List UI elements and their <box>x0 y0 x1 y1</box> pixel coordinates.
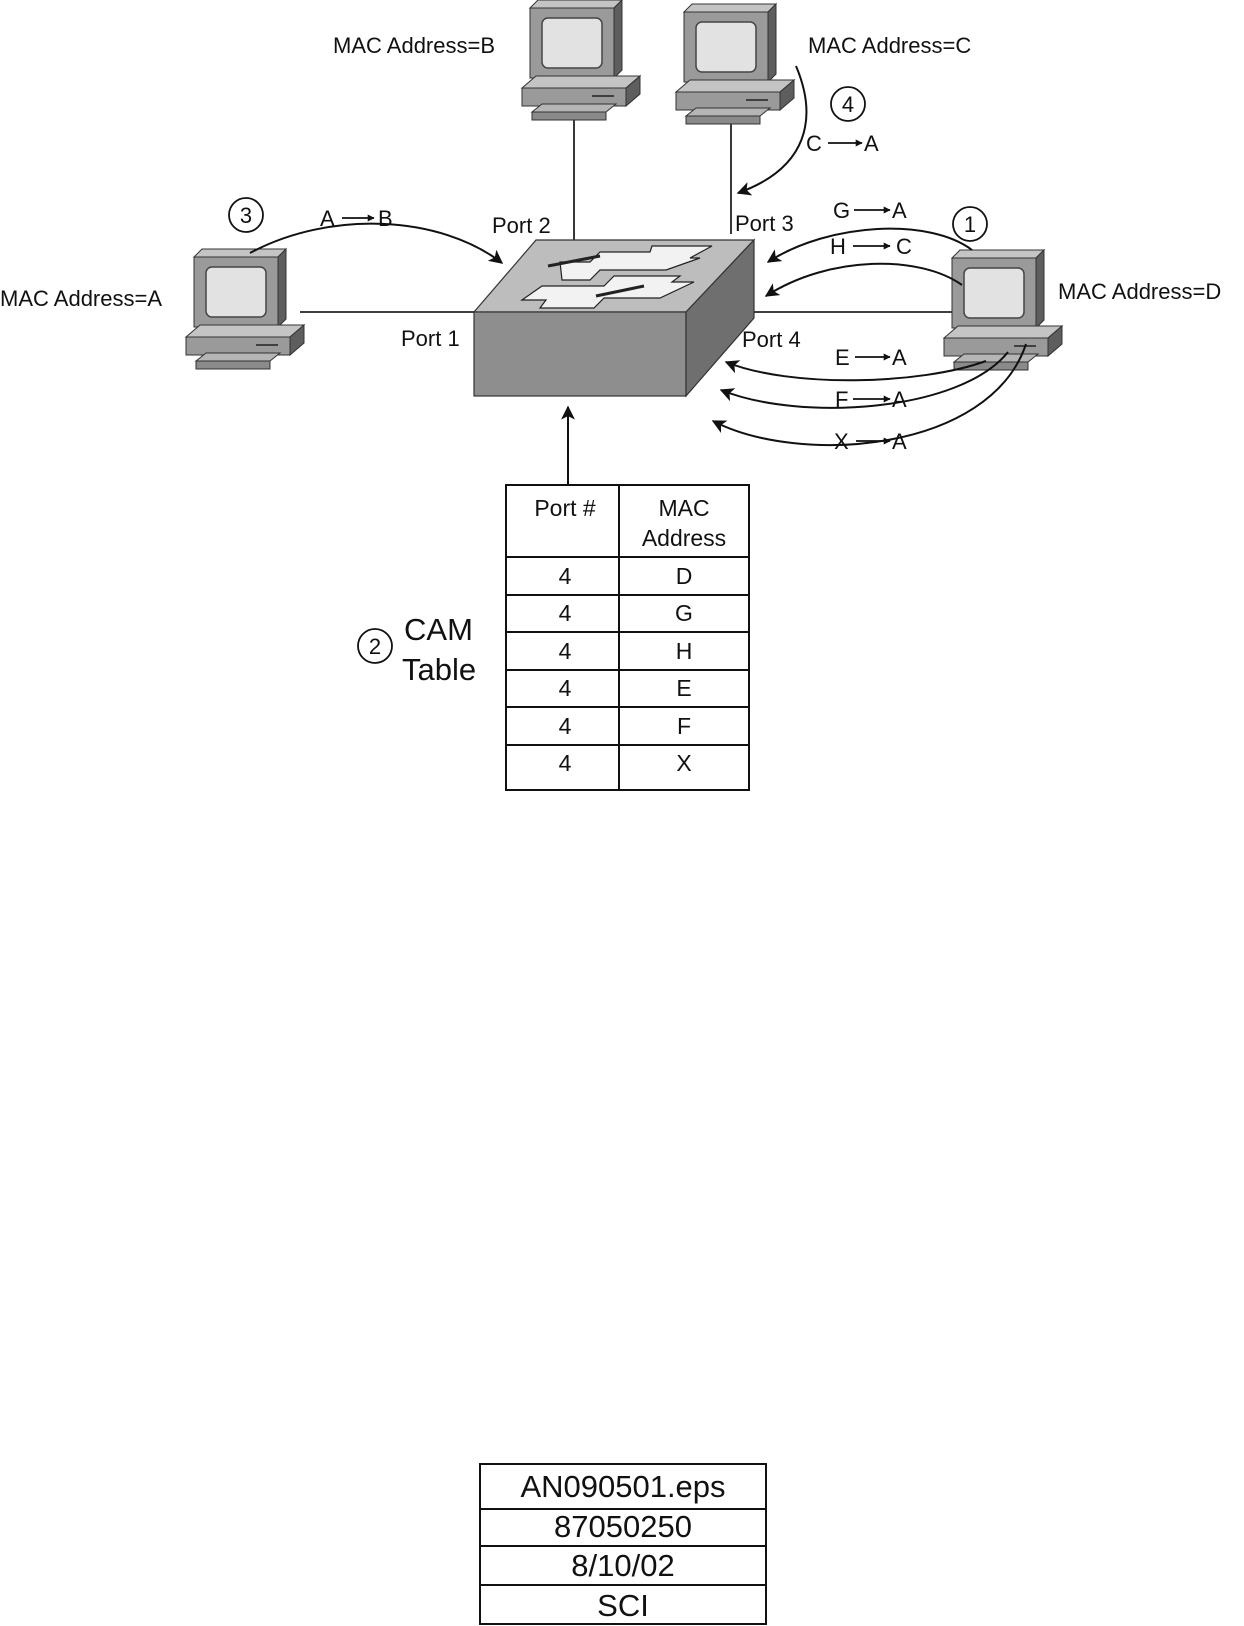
port-3-label: Port 3 <box>735 211 794 236</box>
switch-front-face <box>473 311 687 397</box>
flow-arrow-h-to-c <box>764 262 963 297</box>
step-badge-3: 3 <box>228 197 264 233</box>
table-row: 4 E <box>559 675 692 701</box>
switching-arrows-icon <box>520 245 713 309</box>
svg-text:A: A <box>892 429 907 454</box>
flow-arrow-g-to-a <box>766 227 973 263</box>
cam-header-mac-line-2: Address <box>642 525 726 551</box>
cam-cell-port: 4 <box>559 675 572 701</box>
flow-arrow-f-to-a <box>719 351 1009 409</box>
port-2-label: Port 2 <box>492 213 551 238</box>
flow-label-f-to-a: F A <box>835 387 907 412</box>
svg-text:C: C <box>806 131 822 156</box>
flow-label-x-to-a: X A <box>834 429 907 454</box>
cam-cell-mac: D <box>676 563 693 589</box>
svg-text:A: A <box>892 198 907 223</box>
flow-arrow-a-to-b <box>249 222 504 264</box>
cam-cell-port: 4 <box>559 713 572 739</box>
svg-text:F: F <box>835 387 848 412</box>
host-c-label: MAC Address=C <box>808 33 971 58</box>
svg-text:1: 1 <box>964 212 976 237</box>
meta-date: 8/10/02 <box>571 1548 674 1583</box>
figure-meta-box: AN090501.eps 87050250 8/10/02 SCI <box>479 1463 767 1625</box>
svg-text:3: 3 <box>240 203 252 228</box>
meta-code: SCI <box>597 1588 649 1623</box>
svg-text:B: B <box>378 206 393 231</box>
svg-text:A: A <box>892 345 907 370</box>
svg-text:A: A <box>864 131 879 156</box>
port-1-label: Port 1 <box>401 326 460 351</box>
table-row: 4 H <box>559 638 693 664</box>
svg-text:X: X <box>834 429 849 454</box>
step-badge-4: 4 <box>830 86 866 122</box>
host-b-pc-icon[interactable] <box>521 0 641 121</box>
cam-table-title-line-1: CAM <box>404 612 473 647</box>
host-a-pc-icon[interactable] <box>185 248 305 370</box>
flow-label-g-to-a: G A <box>833 198 907 223</box>
svg-text:H: H <box>830 234 846 259</box>
svg-text:4: 4 <box>842 92 854 117</box>
flow-label-c-to-a: C A <box>806 131 879 156</box>
table-row: 4 D <box>559 563 693 589</box>
switch[interactable] <box>472 238 756 398</box>
flow-label-a-to-b: A B <box>320 206 393 231</box>
cam-table: Port # MAC Address 4 D 4 G 4 H 4 E 4 F 4… <box>505 484 750 791</box>
table-row: 4 X <box>559 750 692 776</box>
flow-arrow-e-to-a <box>724 360 987 382</box>
cam-cell-port: 4 <box>559 638 572 664</box>
cam-cell-mac: X <box>676 750 691 776</box>
step-badge-1: 1 <box>952 206 988 242</box>
host-a-label: MAC Address=A <box>0 286 162 311</box>
svg-text:C: C <box>896 234 912 259</box>
cam-cell-port: 4 <box>559 750 572 776</box>
svg-text:A: A <box>892 387 907 412</box>
host-d-pc-icon[interactable] <box>943 249 1063 371</box>
switch-side-face <box>685 238 755 398</box>
host-c-pc-icon[interactable] <box>675 3 795 125</box>
cam-header-port: Port # <box>534 495 596 521</box>
step-badge-2: 2 <box>357 628 393 664</box>
cam-header-mac-line-1: MAC <box>658 495 709 521</box>
flow-arrow-c-to-a <box>736 65 808 196</box>
cam-cell-mac: E <box>676 675 691 701</box>
cam-cell-port: 4 <box>559 600 572 626</box>
svg-text:2: 2 <box>369 634 381 659</box>
svg-text:A: A <box>320 206 335 231</box>
meta-filename: AN090501.eps <box>520 1469 725 1504</box>
meta-number: 87050250 <box>554 1509 692 1544</box>
table-row: 4 G <box>559 600 693 626</box>
svg-text:E: E <box>835 345 850 370</box>
table-row: 4 F <box>559 713 691 739</box>
flow-label-h-to-c: H C <box>830 234 912 259</box>
cam-cell-port: 4 <box>559 563 572 589</box>
cam-table-title-line-2: Table <box>402 652 476 687</box>
svg-text:G: G <box>833 198 850 223</box>
cam-cell-mac: F <box>677 713 691 739</box>
cam-cell-mac: G <box>675 600 693 626</box>
cam-cell-mac: H <box>676 638 693 664</box>
host-b-label: MAC Address=B <box>333 33 495 58</box>
port-4-label: Port 4 <box>742 327 801 352</box>
host-d-label: MAC Address=D <box>1058 279 1221 304</box>
flow-label-e-to-a: E A <box>835 345 907 370</box>
